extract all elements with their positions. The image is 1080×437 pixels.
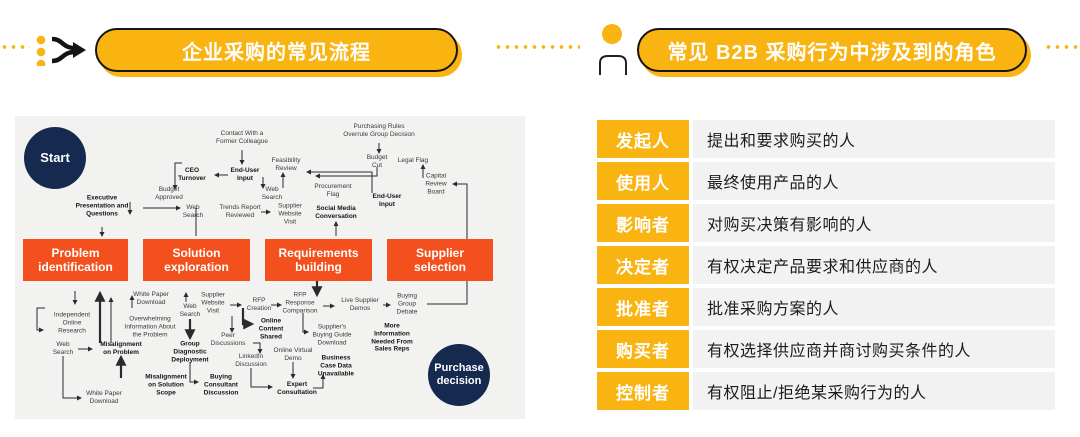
flow-label-procurement-flag: Procurement Flag	[314, 183, 352, 198]
flow-label-web-search-b: Web Search	[261, 186, 283, 201]
flow-label-executive-presentation: Executive Presentation and Questions	[75, 194, 129, 217]
flow-label-budget-approved: Budget Approved	[155, 186, 183, 201]
header-right-label: 常见 B2B 采购行为中涉及到的角色	[637, 28, 1027, 72]
flow-label-live-supplier-demos: Live Supplier Demos	[341, 297, 379, 312]
flow-label-web-search-c: Web Search	[52, 341, 74, 356]
flow-label-white-paper-download-2: White Paper Download	[86, 390, 122, 405]
flow-label-budget-cut: Budget Cut	[366, 154, 388, 169]
role-name: 决定者	[597, 246, 689, 284]
flow-arrow-12	[315, 167, 378, 179]
terminal-purchase-decision: Purchase decision	[428, 344, 490, 406]
flow-arrow-1	[172, 162, 182, 190]
role-name: 影响者	[597, 204, 689, 242]
flow-label-overwhelming-information: Overwhelming Information About the Probl…	[124, 315, 176, 338]
flow-label-supplier-website-visit-1: Supplier Website Visit	[278, 202, 302, 225]
flow-label-more-information-needed: More Information Needed From Sales Reps	[371, 322, 413, 353]
flow-label-expert-consultation: Expert Consultation	[277, 381, 317, 396]
person-head	[602, 24, 622, 44]
flow-label-contact-former-colleague: Contact With a Former Colleague	[215, 130, 269, 145]
flow-label-legal-flag: Legal Flag	[397, 157, 429, 165]
role-name: 使用人	[597, 162, 689, 200]
role-row-7: 控制者有权阻止/拒绝某采购行为的人	[597, 372, 1055, 410]
flow-label-feasibility-review: Feasibility Review	[271, 157, 301, 172]
header-left-label: 企业采购的常见流程	[95, 28, 458, 72]
person-icon	[597, 22, 629, 75]
role-description: 有权阻止/拒绝某采购行为的人	[693, 372, 1055, 410]
flow-arrow-31	[250, 368, 273, 390]
role-row-3: 影响者对购买决策有影响的人	[597, 204, 1055, 242]
flow-label-rfp-response-comparison: RFP Response Comparison	[282, 291, 318, 314]
role-description: 提出和要求购买的人	[693, 120, 1055, 158]
dotted-line-middle	[494, 45, 580, 49]
role-description: 有权选择供应商并商讨购买条件的人	[693, 330, 1055, 368]
role-row-6: 购买者有权选择供应商并商讨购买条件的人	[597, 330, 1055, 368]
header-right-pill: 常见 B2B 采购行为中涉及到的角色	[637, 28, 1027, 72]
flow-label-web-search-d: Web Search	[179, 303, 201, 318]
flow-label-independent-online-research: Independent Online Research	[53, 311, 91, 334]
role-description: 对购买决策有影响的人	[693, 204, 1055, 242]
b2b-buying-journey-diagram: Problem identification Solution explorati…	[15, 116, 525, 419]
flow-label-capital-review-board: Capital Review Board	[425, 172, 447, 195]
role-row-4: 决定者有权决定产品要求和供应商的人	[597, 246, 1055, 284]
merge-arrow-icon	[50, 34, 88, 71]
role-row-1: 发起人提出和要求购买的人	[597, 120, 1055, 158]
flow-label-buying-group-debate: Buying Group Debate	[396, 292, 418, 315]
stage-requirements-building: Requirements building	[265, 239, 372, 281]
stage-solution-exploration: Solution exploration	[143, 239, 250, 281]
role-description: 有权决定产品要求和供应商的人	[693, 246, 1055, 284]
flow-label-linkedin-discussion: LinkedIn Discussion	[235, 353, 267, 368]
flow-arrow-18	[36, 307, 45, 333]
flow-arrow-27	[189, 362, 199, 385]
flow-label-misalignment-on-problem: Misalignment on Problem	[100, 341, 142, 356]
header-left-pill: 企业采购的常见流程	[95, 28, 458, 72]
dotted-line-right-edge	[1044, 45, 1080, 49]
flow-label-purchasing-rules: Purchasing Rules Overrule Group Decision	[343, 123, 415, 138]
flow-label-ceo-turnover: CEO Turnover	[178, 167, 206, 182]
flow-label-end-user-input-1: End-User Input	[230, 167, 260, 182]
role-name: 批准者	[597, 288, 689, 326]
flow-label-rfp-creation: RFP Creation	[246, 297, 272, 312]
flow-label-social-media-conversation: Social Media Conversation	[315, 205, 357, 220]
roles-table: 发起人提出和要求购买的人使用人最终使用产品的人影响者对购买决策有影响的人决定者有…	[597, 120, 1055, 410]
role-name: 购买者	[597, 330, 689, 368]
flow-label-business-case-data: Business Case Data Unavailable	[317, 354, 355, 377]
flow-arrow-30	[253, 342, 263, 354]
role-name: 发起人	[597, 120, 689, 158]
flow-label-online-content-shared: Online Content Shared	[258, 317, 284, 340]
role-description: 批准采购方案的人	[693, 288, 1055, 326]
role-name: 控制者	[597, 372, 689, 410]
flow-arrow-25	[62, 356, 82, 401]
flow-arrow-38	[313, 374, 326, 389]
flow-label-suppliers-buying-guide: Supplier's Buying Guide Download	[312, 323, 352, 346]
stage-supplier-selection: Supplier selection	[387, 239, 493, 281]
dotted-line-left-edge	[0, 45, 30, 49]
flow-label-web-search-a: Web Search	[182, 204, 204, 219]
flow-label-group-diagnostic-deployment: Group Diagnostic Deployment	[171, 340, 209, 363]
flow-label-online-virtual-demo: Online Virtual Demo	[273, 347, 313, 362]
flow-label-end-user-input-2: End-User Input	[372, 193, 402, 208]
stage-problem-identification: Problem identification	[23, 239, 128, 281]
flow-label-misalignment-solution-scope: Misalignment on Solution Scope	[145, 373, 187, 396]
flow-arrow-36	[241, 308, 255, 330]
yellow-dots-column	[36, 34, 46, 66]
flow-label-buying-consultant-discussion: Buying Consultant Discussion	[203, 373, 239, 396]
flow-label-peer-discussions: Peer Discussions	[210, 332, 246, 347]
role-row-5: 批准者批准采购方案的人	[597, 288, 1055, 326]
flow-arrow-35	[302, 313, 309, 335]
role-description: 最终使用产品的人	[693, 162, 1055, 200]
flow-label-supplier-website-visit-2: Supplier Website Visit	[201, 291, 225, 314]
flow-arrow-6	[306, 169, 373, 193]
role-row-2: 使用人最终使用产品的人	[597, 162, 1055, 200]
flow-label-white-paper-download-1: White Paper Download	[133, 291, 169, 306]
terminal-start: Start	[24, 127, 86, 189]
flow-label-trends-report-reviewed: Trends Report Reviewed	[219, 204, 261, 219]
